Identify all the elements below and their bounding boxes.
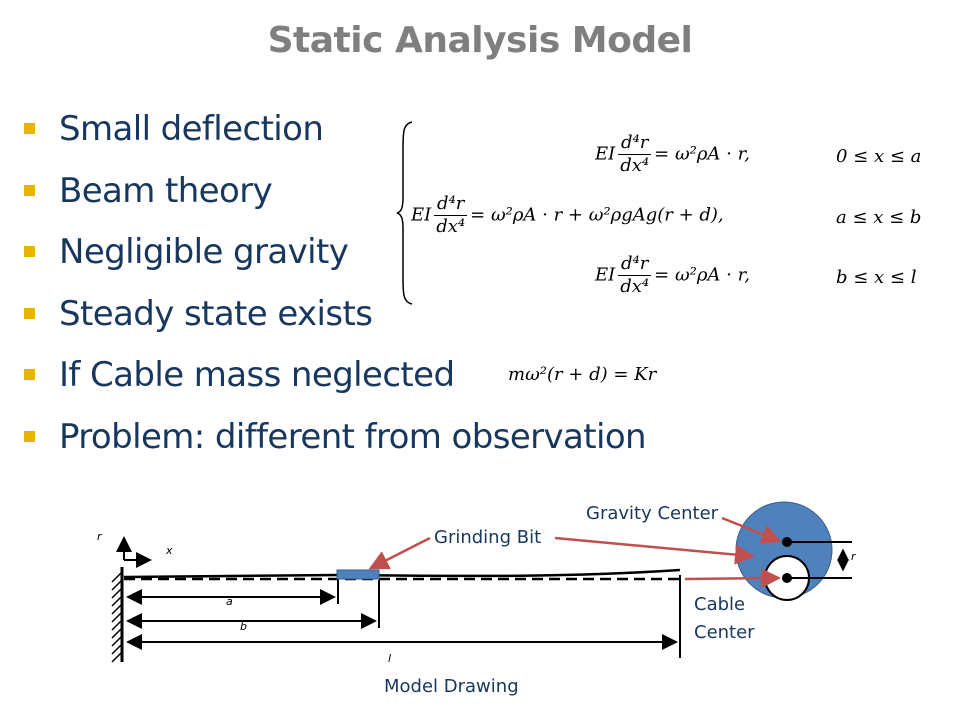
cable-equation: mω²(r + d) = Kr [508,364,657,385]
equation-range-3: b ≤ x ≤ l [836,267,917,288]
bullet-text: Steady state exists [59,293,373,334]
bullet-text: If Cable mass neglected [59,355,455,395]
grinding-bit-arrow-to-bit [368,536,431,570]
bullet-text: Beam theory [59,170,273,211]
eq-lhs: EI [411,204,432,226]
slide-title: Static Analysis Model [267,20,693,61]
cable-center-label-line2: Center [694,622,755,643]
bullet-square-icon [24,184,35,196]
axis-icon [116,536,152,568]
eq-denominator: dx⁴ [620,155,650,176]
eq-denominator: dx⁴ [620,276,650,297]
left-brace-icon [396,121,413,305]
dim-a-label: a [226,595,233,608]
equation-range-2: a ≤ x ≤ b [836,207,922,228]
x-axis-label: x [165,544,173,557]
dim-b-label: b [240,620,247,633]
grinding-bit-block [336,569,380,580]
eq-numerator: d⁴r [434,193,468,216]
bullet-square-icon [24,430,35,442]
bullet-text: Small deflection [59,109,324,149]
gravity-center-label: Gravity Center [586,503,719,524]
dim-l-label: l [388,652,391,665]
deflected-beam [123,568,681,579]
cable-center-arrow [684,568,781,589]
equation-range-1: 0 ≤ x ≤ a [836,146,922,167]
bullet-square-icon [24,246,35,257]
eq-rhs: = ω²ρA · r, [654,143,750,165]
cable-center-label-line1: Cable [694,594,745,615]
fixed-wall [111,567,124,663]
bullet-text: Negligible gravity [59,232,349,272]
bullet-square-icon [24,369,35,380]
r-axis-label: r [97,530,103,543]
drawing-caption: Model Drawing [384,676,519,697]
grinding-bit-label: Grinding Bit [434,527,541,548]
bullet-square-icon [24,123,35,134]
eq-numerator: d⁴r [618,253,652,276]
grinding-bit-arrow-to-disk [554,536,755,565]
eq-numerator: d⁴r [618,132,652,155]
eq-lhs: EI [595,143,616,165]
bullet-text: Problem: different from observation [59,416,647,457]
eq-denominator: dx⁴ [436,216,466,237]
model-drawing: r x a b l r Gravity Center Grinding Bit … [97,501,857,697]
offset-r-label: r [851,550,857,563]
eq-lhs: EI [595,264,616,286]
eq-rhs: = ω²ρA · r + ω²ρgAg(r + d), [470,204,724,226]
bullet-square-icon [24,307,35,319]
eq-rhs: = ω²ρA · r, [654,264,750,286]
gravity-center-arrow [721,516,782,544]
